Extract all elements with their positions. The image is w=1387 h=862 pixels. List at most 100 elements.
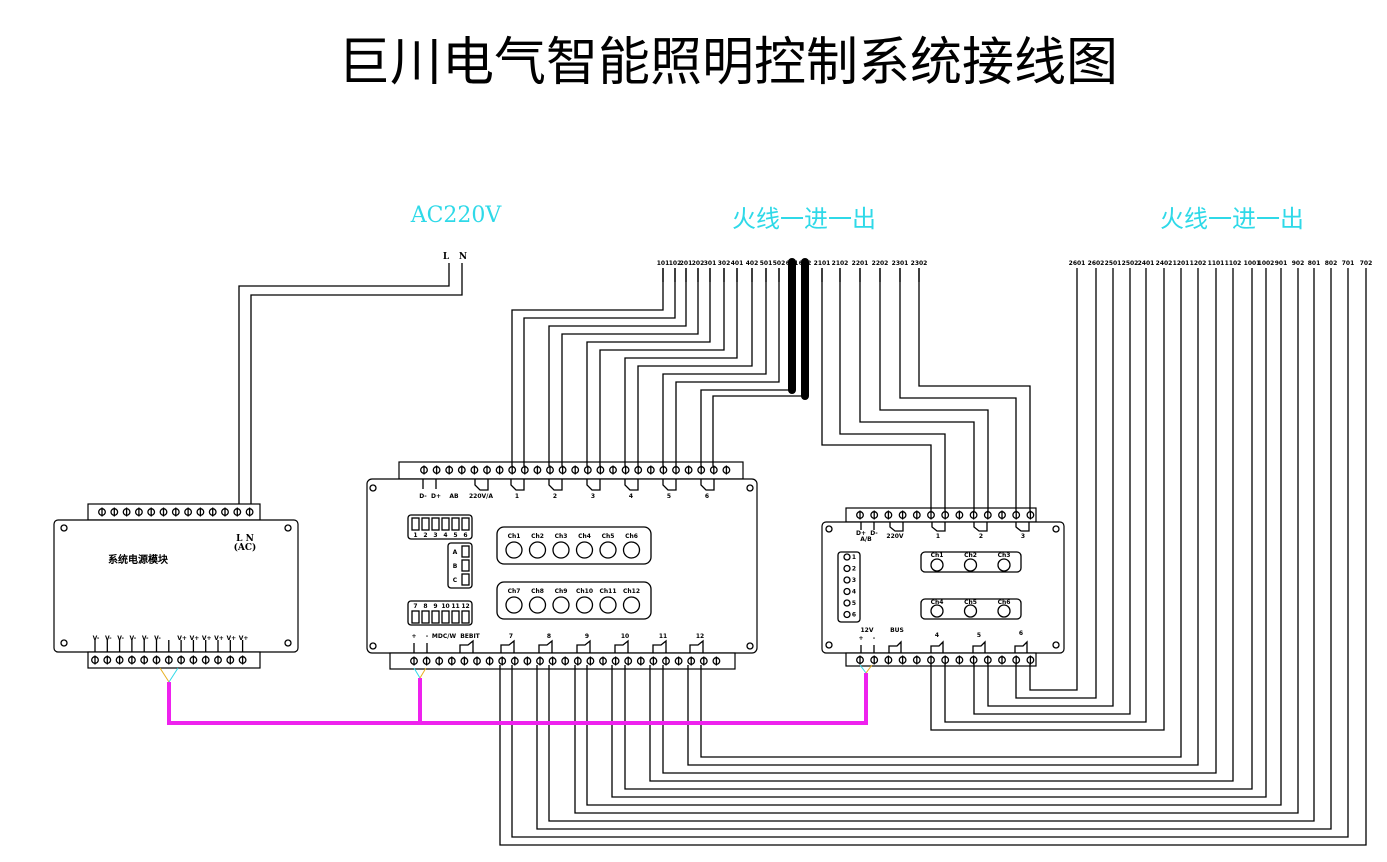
live-in-out-label-1: 火线一进一出: [732, 205, 876, 233]
wire-label: 2301: [892, 260, 909, 267]
terminal-screw: [546, 465, 554, 475]
relay-contact: [586, 479, 601, 491]
relay6-led-bank-2: [920, 598, 1022, 620]
terminal-screw: [659, 465, 668, 475]
terminal-screw: [520, 465, 529, 475]
terminal-screw: [596, 465, 605, 475]
wire: [548, 268, 687, 466]
terminal-screw: [941, 655, 950, 665]
power-module-ln-label: L N: [236, 534, 254, 544]
led-indicator: [930, 604, 944, 618]
wire-label: 702: [1360, 260, 1373, 267]
wire: [918, 268, 1031, 511]
indicator-window: [461, 545, 470, 558]
dip-switch-toggle: [461, 610, 470, 624]
terminal-screw: [709, 465, 718, 475]
relay6-top-label: D+: [856, 530, 866, 537]
relay-contact: [888, 640, 902, 653]
terminal-screw: [435, 656, 444, 666]
power-module: V-V-V-V-V-V-V+V+V+V+V+V+ 系统电源模块 L N (AC): [53, 503, 299, 669]
relay12-bottom-terminals: [410, 656, 721, 666]
wire: [973, 268, 1131, 715]
terminal-screw: [884, 510, 893, 520]
ac-supply-label: AC220V: [410, 203, 503, 228]
wire-label: 801: [1308, 260, 1321, 267]
terminal-screw: [870, 510, 879, 520]
relay12-bottom-label: 7: [509, 633, 513, 640]
relay6-bottom-label: +: [858, 635, 863, 642]
load-wires: [499, 268, 1367, 846]
relay6-bottom-terminals: [856, 655, 1035, 665]
relay12-top-label: 2: [553, 493, 557, 500]
led-indicator: [575, 541, 594, 559]
terminal-screw: [969, 655, 978, 665]
terminal-screw: [599, 656, 607, 666]
terminal-screw: [856, 510, 864, 520]
led-indicator: [997, 604, 1011, 618]
relay-contact: [972, 640, 986, 653]
relay12-top-label: 5: [667, 493, 671, 500]
dip-switch-toggle: [431, 517, 440, 531]
led-label: Ch5: [602, 533, 615, 540]
wire: [821, 268, 932, 511]
terminal-screw: [941, 510, 950, 520]
power-module-bottom-terminals: V-V-V-V-V-V-V+V+V+V+V+V+: [91, 635, 248, 665]
wire-label: 2201: [852, 260, 869, 267]
terminal-screw: [134, 507, 143, 517]
wire-label: 901: [1275, 260, 1288, 267]
power-terminal-label: V+: [177, 635, 187, 642]
led-indicator: [528, 596, 547, 614]
dip-switch-toggle: [461, 517, 470, 531]
wire: [586, 268, 1282, 806]
relay6-bottom-label: BUS: [890, 627, 904, 634]
live-in-out-label-2: 火线一进一出: [1160, 205, 1304, 233]
relay12-top-label: 1: [515, 493, 519, 500]
terminal-screw: [214, 655, 222, 665]
wire-label: 2302: [911, 260, 928, 267]
led-indicator: [622, 596, 641, 614]
wire-label: 1001: [1244, 260, 1261, 267]
terminal-screw: [712, 656, 721, 666]
relay-contact: [1015, 522, 1030, 532]
power-terminal-label: V-: [93, 635, 100, 642]
terminal-screw: [609, 465, 617, 475]
terminal-screw: [634, 465, 643, 475]
relay-contact: [889, 522, 904, 532]
terminal-screw: [646, 465, 655, 475]
power-terminal-label: V-: [154, 635, 161, 642]
terminal-screw: [470, 465, 479, 475]
dip-switch-toggle: [421, 517, 430, 531]
wire-label: 301: [704, 260, 717, 267]
relay-contact: [624, 479, 639, 491]
wire-label: 1201: [1173, 260, 1190, 267]
relay-contact: [662, 479, 677, 491]
wire: [859, 268, 975, 511]
terminal-screw: [912, 655, 921, 665]
dip-switch-1: [407, 514, 473, 540]
terminal-screw: [722, 465, 731, 475]
indicator-label: B: [453, 563, 458, 570]
terminal-screw: [983, 510, 992, 520]
wire-label: 101: [657, 260, 670, 267]
relay-contact: [548, 479, 563, 491]
terminal-screw: [558, 465, 567, 475]
relay-contact: [459, 639, 474, 653]
relay12-bottom-label: 8: [547, 633, 551, 640]
relay6-top-label: 1: [936, 533, 940, 540]
terminal-screw: [473, 656, 481, 666]
terminal-screw: [508, 465, 517, 475]
N-label: N: [459, 252, 467, 262]
dip-label: 11: [451, 603, 459, 610]
led-label: Ch9: [555, 588, 568, 595]
led-indicator: [997, 558, 1011, 572]
relay12-top-label: 6: [705, 493, 709, 500]
wire-label: 202: [692, 260, 705, 267]
terminal-screw: [196, 507, 205, 517]
diagram-title: 巨川电气智能照明控制系统接线图: [338, 33, 1118, 93]
power-module-top-terminals: [98, 507, 254, 517]
led-label: Ch3: [555, 533, 568, 540]
